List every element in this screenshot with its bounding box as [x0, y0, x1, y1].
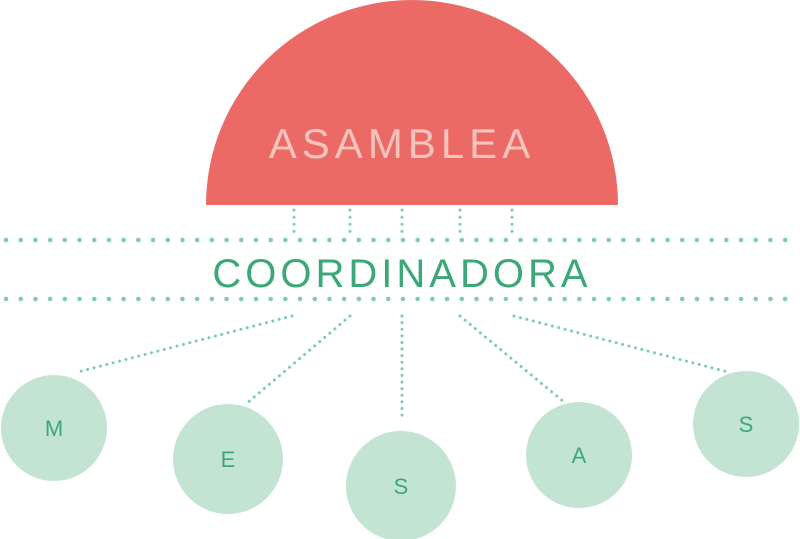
table-circle-a	[526, 402, 632, 508]
table-letter-s1: S	[394, 474, 409, 499]
table-letter-m: M	[45, 416, 63, 441]
table-circle-e	[173, 404, 283, 514]
table-connector	[76, 314, 294, 374]
table-circle-m	[1, 375, 107, 481]
assembly-dome	[206, 0, 618, 205]
table-circle-s2	[693, 371, 799, 477]
table-connector	[244, 314, 352, 406]
assembly-connectors	[292, 208, 514, 234]
table-connector	[512, 314, 730, 374]
table-letter-s2: S	[739, 412, 754, 437]
assembly-label: ASAMBLEA	[269, 120, 535, 167]
coordinator-label: COORDINADORA	[212, 252, 591, 296]
table-connectors	[76, 314, 730, 422]
table-letter-e: E	[221, 447, 236, 472]
table-connector	[458, 314, 566, 404]
table-letter-a: A	[572, 443, 587, 468]
table-circle-s1	[346, 431, 456, 539]
tables-group: M E S A S	[1, 371, 799, 539]
